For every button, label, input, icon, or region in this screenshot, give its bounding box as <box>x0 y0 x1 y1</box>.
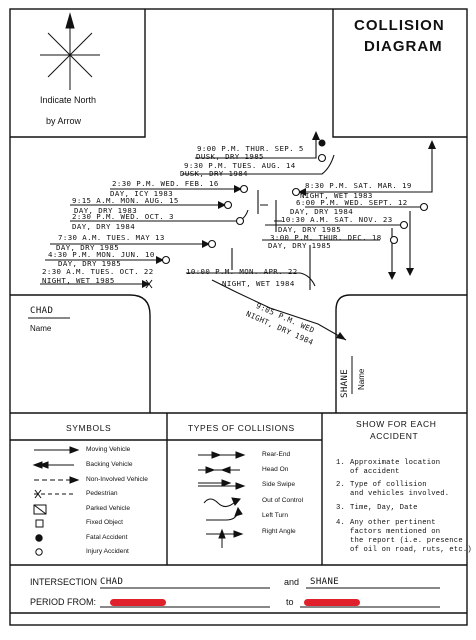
symbol-fixed-object: Fixed Object <box>86 519 124 526</box>
type-left-turn: Left Turn <box>262 512 289 519</box>
accident-right-3-line1: 10:30 A.M. SAT. NOV. 23 <box>281 215 393 224</box>
accident-right-1-line1: 8:30 P.M. SAT. MAR. 19 <box>305 181 412 190</box>
symbol-parked-vehicle: Parked Vehicle <box>86 505 130 512</box>
type-side-swipe: Side Swipe <box>262 481 295 488</box>
and-street-field[interactable]: SHANE <box>310 577 340 587</box>
symbol-fatal-accident: Fatal Accident <box>86 534 128 541</box>
accident-left-5-line1: 2:30 P.M. WED. OCT. 3 <box>72 212 174 221</box>
type-right-angle: Right Angle <box>262 528 296 535</box>
accident-left-1-line1: 9:00 P.M. THUR. SEP. 5 <box>197 144 304 153</box>
accident-center-line2: NIGHT, WET 1984 <box>222 279 295 288</box>
and-label: and <box>284 577 300 587</box>
types-title: TYPES OF COLLISIONS <box>188 423 295 433</box>
accident-right-2-line2: DAY, DRY 1984 <box>290 207 354 216</box>
show-item-3-line1: Time, Day, Date <box>350 504 418 512</box>
accident-right-3-line2: DAY, DRY 1985 <box>278 225 342 234</box>
accident-right-1-line2: NIGHT, WET 1983 <box>300 191 373 200</box>
title-line-1: COLLISION <box>354 17 445 34</box>
accident-left-8-line2: NIGHT, WET 1985 <box>42 276 115 285</box>
symbol-pedestrian: Pedestrian <box>86 490 118 497</box>
show-item-4-line2: factors mentioned on <box>350 528 441 536</box>
accident-left-4-line1: 9:15 A.M. MON. AUG. 15 <box>72 196 179 205</box>
north-label-1: Indicate North <box>40 95 97 105</box>
symbol-injury-accident: Injury Accident <box>86 548 129 555</box>
accident-right-4-line1: 3:00 P.M. THUR. DEC. 18 <box>270 233 382 242</box>
type-out-of-control: Out of Control <box>262 497 304 504</box>
show-item-1-line1: Approximate location <box>350 459 441 467</box>
accident-left-8-line1: 2:30 A.M. TUES. OCT. 22 <box>42 267 154 276</box>
accident-left-7-line1: 4:30 P.M. MON. JUN. 10 <box>48 250 155 259</box>
show-item-4-line4: of oil on road, ruts, etc.) <box>350 546 472 554</box>
accident-left-4-line2: DAY, DRY 1983 <box>74 206 138 215</box>
street-west-sub: Name <box>30 324 52 333</box>
type-rear-end: Rear-End <box>262 451 291 458</box>
show-title-1: SHOW FOR EACH <box>356 419 437 429</box>
show-item-2-line1: Type of collision <box>350 481 427 489</box>
show-item-3-number: 3. <box>336 504 346 512</box>
accident-left-6-line1: 7:30 A.M. TUES. MAY 13 <box>58 233 165 242</box>
accident-left-3-line1: 2:30 P.M. WED. FEB. 16 <box>112 179 219 188</box>
redacted-period-to-field[interactable] <box>304 599 360 606</box>
show-item-4-number: 4. <box>336 519 346 527</box>
north-arrow-icon <box>40 12 100 90</box>
type-head-on: Head On <box>262 466 289 473</box>
north-label-2: by Arrow <box>46 116 82 126</box>
accident-left-3-line2: DAY, ICY 1983 <box>110 189 174 198</box>
street-west-name: CHAD <box>30 306 54 316</box>
period-to-label: to <box>286 597 294 607</box>
street-south-sub: Name <box>357 368 366 390</box>
symbol-moving-vehicle: Moving Vehicle <box>86 446 131 453</box>
show-item-4-line3: the report (i.e. presence <box>350 537 463 545</box>
accident-left-2-line2: DUSK, DRY 1984 <box>180 169 248 178</box>
show-title-2: ACCIDENT <box>370 431 419 441</box>
accident-left-5-line2: DAY, DRY 1984 <box>72 222 136 231</box>
show-item-1-line2: of accident <box>350 468 400 476</box>
accident-left-1-line2: DUSK, DRY 1985 <box>196 152 264 161</box>
accident-left-7-line2: DAY, DRY 1985 <box>58 259 122 268</box>
accident-right-4-line2: DAY, DRY 1985 <box>268 241 332 250</box>
intersection-label: INTERSECTION <box>30 577 98 587</box>
accident-left-2-line1: 9:30 P.M. TUES. AUG. 14 <box>184 161 296 170</box>
symbols-title: SYMBOLS <box>66 423 112 433</box>
show-item-2-line2: and vehicles involved. <box>350 490 450 498</box>
period-from-label: PERIOD FROM: <box>30 597 97 607</box>
show-item-1-number: 1. <box>336 459 346 467</box>
show-item-4-line1: Any other pertinent <box>350 519 436 527</box>
accident-center-line1: 10:00 P.M. MON. APR. 22 <box>186 267 298 276</box>
intersection-field[interactable]: CHAD <box>100 577 124 587</box>
accident-left-6-line2: DAY, DRY 1985 <box>56 243 120 252</box>
accident-right-2-line1: 6:00 P.M. WED. SEPT. 12 <box>296 198 408 207</box>
title-line-2: DIAGRAM <box>364 38 443 55</box>
show-item-2-number: 2. <box>336 481 346 489</box>
symbol-backing-vehicle: Backing Vehicle <box>86 461 133 468</box>
street-south-name: SHANE <box>340 368 350 398</box>
redacted-period-from-field[interactable] <box>110 599 166 606</box>
symbol-non-involved-vehicle: Non-Involved Vehicle <box>86 476 148 483</box>
